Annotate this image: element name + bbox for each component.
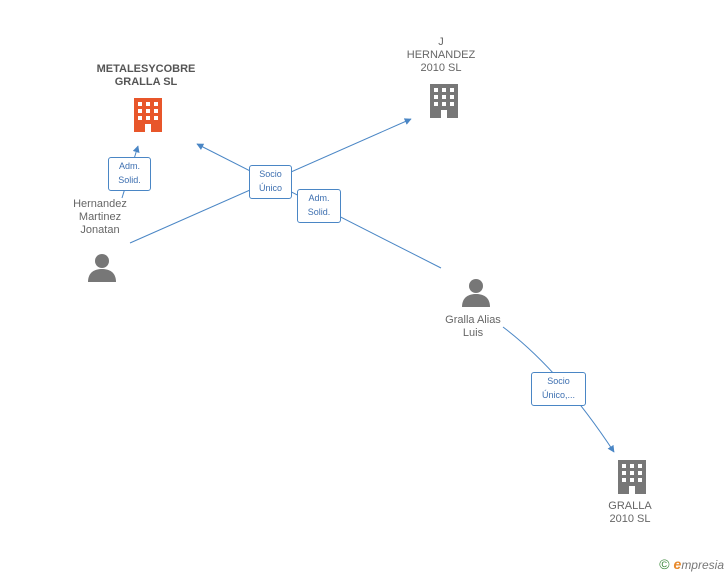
edge-label-socio-unico-etc[interactable]: Socio Único,... (531, 372, 586, 406)
node-name-line: 2010 SL (609, 513, 651, 525)
building-icon[interactable] (132, 98, 164, 132)
node-name-line: METALESYCOBRE (96, 63, 196, 75)
building-icon[interactable] (616, 460, 648, 494)
node-name-line: Jonatan (80, 224, 120, 236)
node-label-j-hernandez[interactable]: J HERNANDEZ 2010 SL (391, 36, 491, 75)
node-label-gralla-alias[interactable]: Gralla Alias Luis (423, 314, 523, 340)
edge-label-line: Socio (259, 169, 282, 179)
node-label-gralla-2010[interactable]: GRALLA 2010 SL (580, 500, 680, 526)
brand-rest: mpresia (681, 558, 724, 572)
edge-label-adm-solid[interactable]: Adm. Solid. (108, 157, 151, 191)
edge-label-line: Socio (547, 376, 570, 386)
edge-label-line: Adm. (118, 161, 140, 171)
person-icon[interactable] (87, 252, 117, 282)
node-label-metalesycobre[interactable]: METALESYCOBRE GRALLA SL (86, 63, 206, 89)
node-name-line: J (438, 36, 444, 48)
node-name-line: Martinez (78, 211, 122, 223)
edge-label-line: Adm. (308, 193, 330, 203)
edge-label-line: Solid. (118, 175, 141, 185)
brand-footer: © empresia (659, 556, 724, 572)
node-name-line: Gralla Alias (445, 314, 501, 326)
edge-label-line: Solid. (307, 207, 331, 217)
person-icon[interactable] (461, 277, 491, 307)
edge-label-line: Único (258, 183, 282, 193)
brand-logo[interactable]: empresia (674, 556, 724, 572)
node-name-line: GRALLA (608, 500, 652, 512)
node-label-hernandez-martinez[interactable]: Hernandez Martinez Jonatan (50, 198, 150, 237)
node-name-line: Hernandez (73, 198, 127, 210)
copyright-icon: © (659, 556, 670, 572)
edge-label-adm-solid[interactable]: Adm. Solid. (297, 189, 341, 223)
building-icon[interactable] (428, 84, 460, 118)
node-name-line: HERNANDEZ (406, 49, 476, 61)
node-name-line: 2010 SL (420, 62, 462, 74)
node-name-line: Luis (462, 327, 484, 339)
edge-label-line: Único,... (541, 390, 575, 400)
node-name-line: GRALLA SL (114, 76, 178, 88)
edge-label-socio-unico[interactable]: Socio Único (249, 165, 292, 199)
brand-initial: e (673, 556, 682, 572)
